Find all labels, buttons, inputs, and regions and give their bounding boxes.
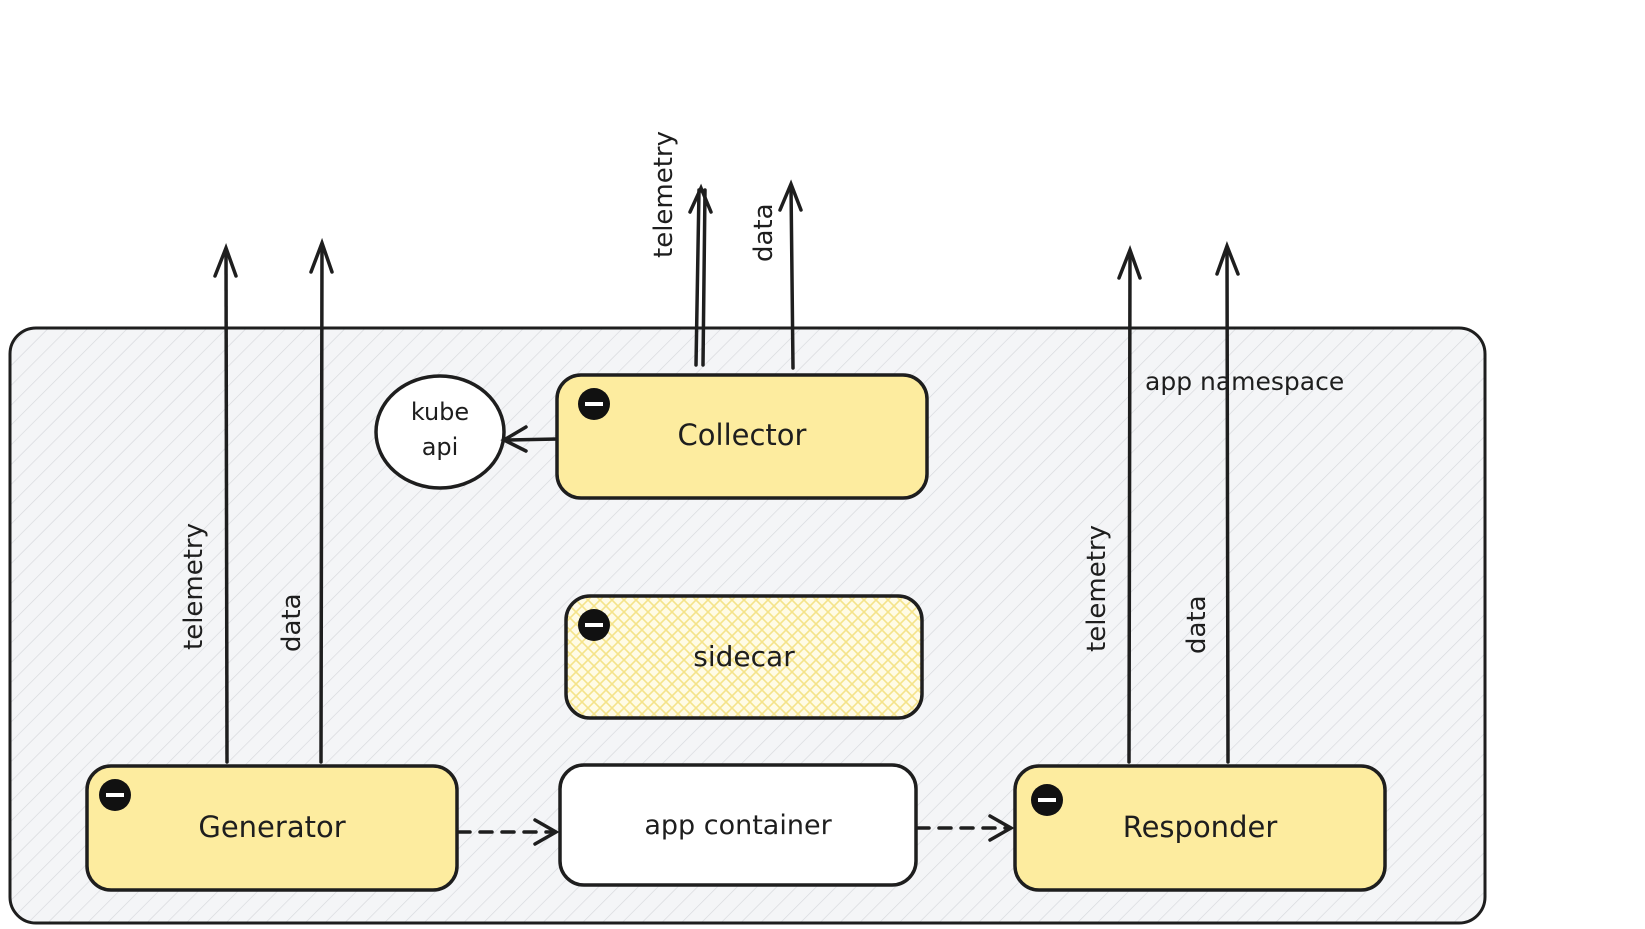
generator-data-arrow [309, 237, 334, 764]
generator-telemetry-label: telemetry [179, 523, 209, 650]
generator-telemetry-arrow [213, 243, 238, 764]
collector-data-label: data [749, 203, 779, 262]
collector-telemetry-arrow [688, 183, 713, 367]
generator-to-app-container-arrow [456, 818, 560, 846]
minus-circle-icon-bar [1038, 798, 1056, 802]
responder-telemetry-arrow [1117, 245, 1142, 764]
responder-label: Responder [1123, 810, 1278, 844]
app-container-node: app container [558, 763, 918, 887]
collector-telemetry-label: telemetry [649, 131, 679, 258]
sidecar-box [564, 594, 924, 720]
collector-label: Collector [678, 418, 807, 452]
generator-box [85, 764, 459, 892]
app-container-box [558, 763, 918, 887]
responder-data-label: data [1182, 595, 1212, 654]
responder-telemetry-label: telemetry [1082, 525, 1112, 652]
minus-circle-icon-bar [106, 793, 124, 797]
sidecar-label: sidecar [693, 640, 795, 673]
responder-data-arrow [1215, 241, 1240, 764]
generator-node: Generator [85, 764, 459, 892]
kube-api-node: kube api [374, 374, 506, 490]
collector-to-kube-api-arrow [500, 425, 560, 453]
responder-node: Responder [1013, 764, 1387, 892]
generator-data-label: data [277, 593, 307, 652]
collector-data-arrow [778, 179, 803, 370]
kube-api-circle [374, 374, 506, 490]
app-container-label: app container [644, 810, 832, 841]
collector-node: Collector [555, 373, 929, 500]
kube-api-label-line2: api [422, 433, 459, 461]
minus-circle-icon-bar [585, 623, 603, 627]
responder-box [1013, 764, 1387, 892]
kube-api-label-line1: kube [411, 398, 469, 426]
app-namespace-label: app namespace [1145, 367, 1344, 396]
collector-box [555, 373, 929, 500]
sidecar-node: sidecar [564, 594, 924, 720]
minus-circle-icon-bar [585, 402, 603, 406]
app-container-to-responder-arrow [915, 814, 1015, 842]
generator-label: Generator [198, 810, 345, 844]
